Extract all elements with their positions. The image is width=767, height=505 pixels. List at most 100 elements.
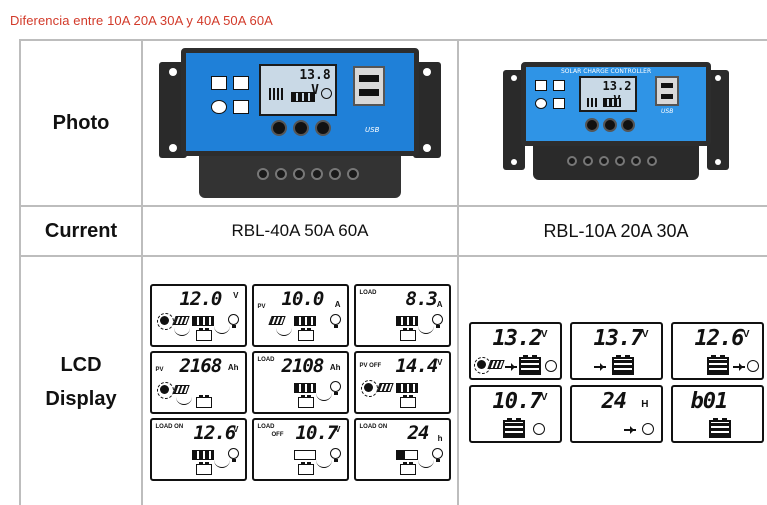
controller-button-up [603, 118, 617, 132]
lcd-panel: 10.7 V [468, 384, 562, 443]
lcd-panel-value: 12.0 [179, 287, 223, 310]
terminal-screw [583, 156, 593, 166]
usb-tag: USB [661, 108, 674, 115]
terminal-screw [311, 168, 323, 180]
terminal-screw [347, 168, 359, 180]
comparison-table: Photo 13.8 V USB [19, 39, 767, 505]
current-row: Current RBL-40A 50A 60A RBL-10A 20A 30A [19, 205, 767, 257]
lcd-panel-value: 24 [601, 388, 627, 414]
flow-arrow-icon [315, 460, 332, 468]
lcd-panel: PV 2168 Ah [149, 350, 247, 414]
lcd-panel-tag: LOAD [359, 289, 377, 296]
lcd-panel-value: 13.7 [593, 325, 644, 351]
terminal-screw [329, 168, 341, 180]
battery-icon [399, 327, 416, 341]
terminal-screw [275, 168, 287, 180]
battery-level-icon [395, 449, 418, 460]
lcd-panel-value: b01 [690, 388, 729, 414]
lcd-panel-unit: V [437, 357, 443, 367]
set-voltage-icon [553, 80, 565, 91]
lcd-panel: LOAD ON 24 h [353, 417, 451, 481]
mod-control-icon [211, 76, 227, 90]
lcd-small-cell: 13.2 V 13.7 V 12.6 V [457, 255, 767, 505]
row-label-lcd-line1: LCD [60, 354, 102, 376]
usb-ports [353, 66, 385, 106]
battery-level-icon [395, 315, 418, 326]
flow-arrow-icon [315, 393, 332, 401]
lcd-panel-value: 12.6 [694, 325, 745, 351]
battery-level-icon [191, 449, 214, 460]
lcd-row: LCD Display 12.0 V [19, 255, 767, 505]
controller-large-image: 13.8 V USB [159, 48, 441, 198]
lcd-panel-tag: PV [155, 366, 164, 373]
lcd-panel-unit: Ah [227, 362, 239, 372]
page-heading: Diferencia entre 10A 20A 30A y 40A 50A 6… [10, 13, 273, 28]
lcd-panel: 13.7 V [569, 321, 663, 380]
lcd-panel-value: 2168 [179, 354, 223, 377]
lcd-panel: b01 [670, 384, 764, 443]
flow-arrow-icon [175, 397, 192, 405]
battery-icon [297, 461, 314, 475]
bulb-icon [329, 380, 341, 395]
lock-icon [553, 98, 565, 109]
flow-arrow-icon [213, 326, 230, 334]
lcd-panel: LOAD OFF 10.7 V [251, 417, 349, 481]
bulb-icon [227, 447, 239, 462]
lcd-panel-tag: PV OFF [359, 362, 382, 369]
lcd-panel: LOAD 8.3 A [353, 283, 451, 347]
bulb-icon [329, 447, 341, 462]
lcd-panel: 13.2 V [468, 321, 562, 380]
bulb-icon [641, 422, 654, 435]
bulb-icon [329, 313, 341, 328]
lcd-panel-unit: V [742, 328, 750, 340]
controller-title: SOLAR CHARGE CONTROLLER [561, 68, 652, 75]
controller-button-down [621, 118, 635, 132]
flow-arrow-icon [417, 326, 434, 334]
controller-button-down [315, 120, 331, 136]
sun-icon [156, 381, 174, 399]
arrow-right-icon [593, 362, 606, 371]
battery-icon [502, 417, 525, 438]
lcd-panel: PV OFF 14.4 V [353, 350, 451, 414]
arrow-right-icon [504, 362, 517, 371]
bulb-icon [431, 447, 443, 462]
battery-icon [195, 461, 212, 475]
lcd-panel-value: 13.2 [492, 325, 543, 351]
lcd-panel-unit: V [233, 424, 239, 434]
bulb-icon [227, 313, 239, 328]
row-label-lcd-line2: Display [45, 388, 117, 410]
battery-icon [399, 394, 416, 408]
lock-icon [233, 100, 249, 114]
lcd-panel-unit: A [436, 299, 443, 309]
battery-icon [297, 327, 314, 341]
solar-panel-icon [267, 315, 286, 325]
lcd-panel-tag: LOAD [257, 423, 275, 430]
solar-panel-icon [375, 382, 394, 392]
usb-tag: USB [365, 126, 380, 134]
battery-icon [706, 354, 729, 375]
model-large: RBL-40A 50A 60A [141, 205, 459, 257]
battery-level-icon [191, 315, 214, 326]
lcd-panel-unit: H [641, 398, 649, 410]
bulb-icon [532, 422, 545, 435]
sun-icon [360, 379, 378, 397]
lcd-panel-value: 14.4 [395, 354, 439, 377]
battery-icon [195, 394, 212, 408]
row-label-lcd: LCD Display [19, 255, 143, 505]
battery-level-icon [395, 382, 418, 393]
controller-lcd-value: 13.8 V [299, 68, 331, 98]
lcd-panel-value: 10.7 [492, 388, 543, 414]
mount-bracket-left [503, 70, 525, 170]
flow-arrow-icon [213, 460, 230, 468]
controller-lcd: 13.8 V [259, 64, 337, 116]
battery-icon [297, 394, 314, 408]
lcd-panel-unit: h [437, 433, 443, 443]
terminal-screw [293, 168, 305, 180]
photo-large-cell: 13.8 V USB [141, 39, 459, 207]
mount-bracket-right [707, 70, 729, 170]
lcd-panel: 12.0 V [149, 283, 247, 347]
battery-level-icon [293, 315, 316, 326]
lcd-panel: PV 10.0 A [251, 283, 349, 347]
terminal-screw [631, 156, 641, 166]
terminal-screw [615, 156, 625, 166]
